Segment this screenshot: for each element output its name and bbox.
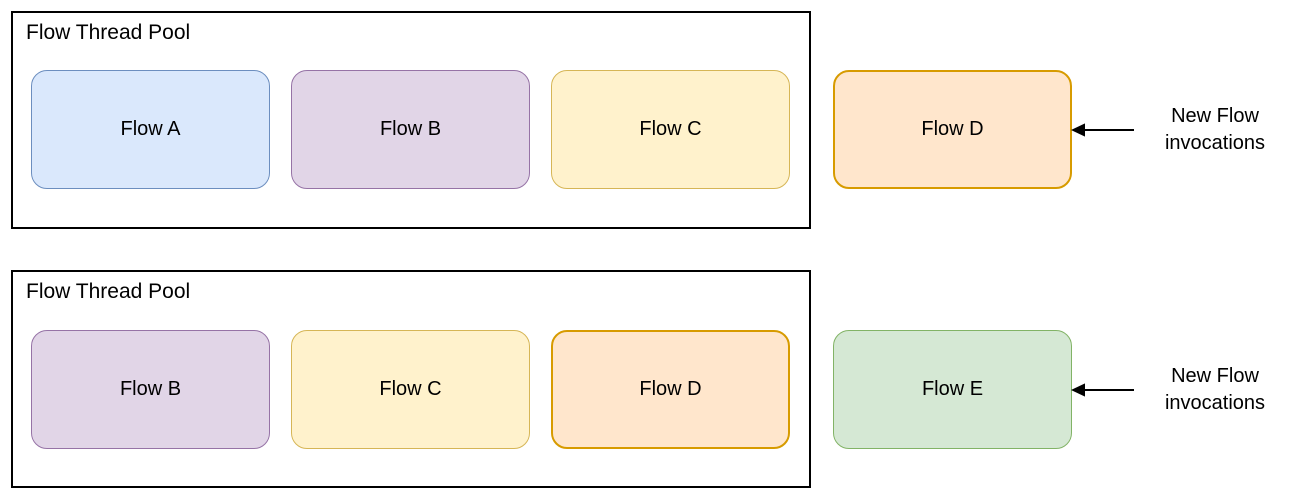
annotation-line-1: New Flow	[1171, 365, 1259, 387]
flow-box-b: Flow B	[291, 70, 530, 189]
flow-box-label: Flow B	[119, 378, 182, 400]
flow-box-d-incoming: Flow D	[833, 70, 1072, 189]
flow-box-label: Flow A	[120, 118, 181, 140]
flow-box-label: Flow B	[379, 118, 442, 140]
annotation-line-1: New Flow	[1171, 105, 1259, 127]
flow-box-c: Flow C	[551, 70, 790, 189]
new-flow-invocations-label: New Flow invocations	[1145, 363, 1285, 417]
flow-box-label: Flow E	[921, 378, 984, 400]
new-flow-invocations-label: New Flow invocations	[1145, 103, 1285, 157]
flow-box-label: Flow C	[379, 378, 442, 400]
flow-box-a: Flow A	[31, 70, 270, 189]
pool-title: Flow Thread Pool	[26, 21, 191, 44]
pool-title: Flow Thread Pool	[26, 280, 191, 303]
flow-box-label: Flow C	[639, 118, 702, 140]
flow-box-c: Flow C	[291, 330, 530, 449]
flow-box-d: Flow D	[551, 330, 790, 449]
left-arrow-icon	[1071, 383, 1134, 397]
flow-box-label: Flow D	[921, 118, 984, 140]
flow-box-label: Flow D	[639, 378, 702, 400]
flow-box-b: Flow B	[31, 330, 270, 449]
annotation-line-2: invocations	[1164, 132, 1266, 154]
annotation-line-2: invocations	[1164, 392, 1266, 414]
flow-box-e-incoming: Flow E	[833, 330, 1072, 449]
left-arrow-icon	[1071, 123, 1134, 137]
